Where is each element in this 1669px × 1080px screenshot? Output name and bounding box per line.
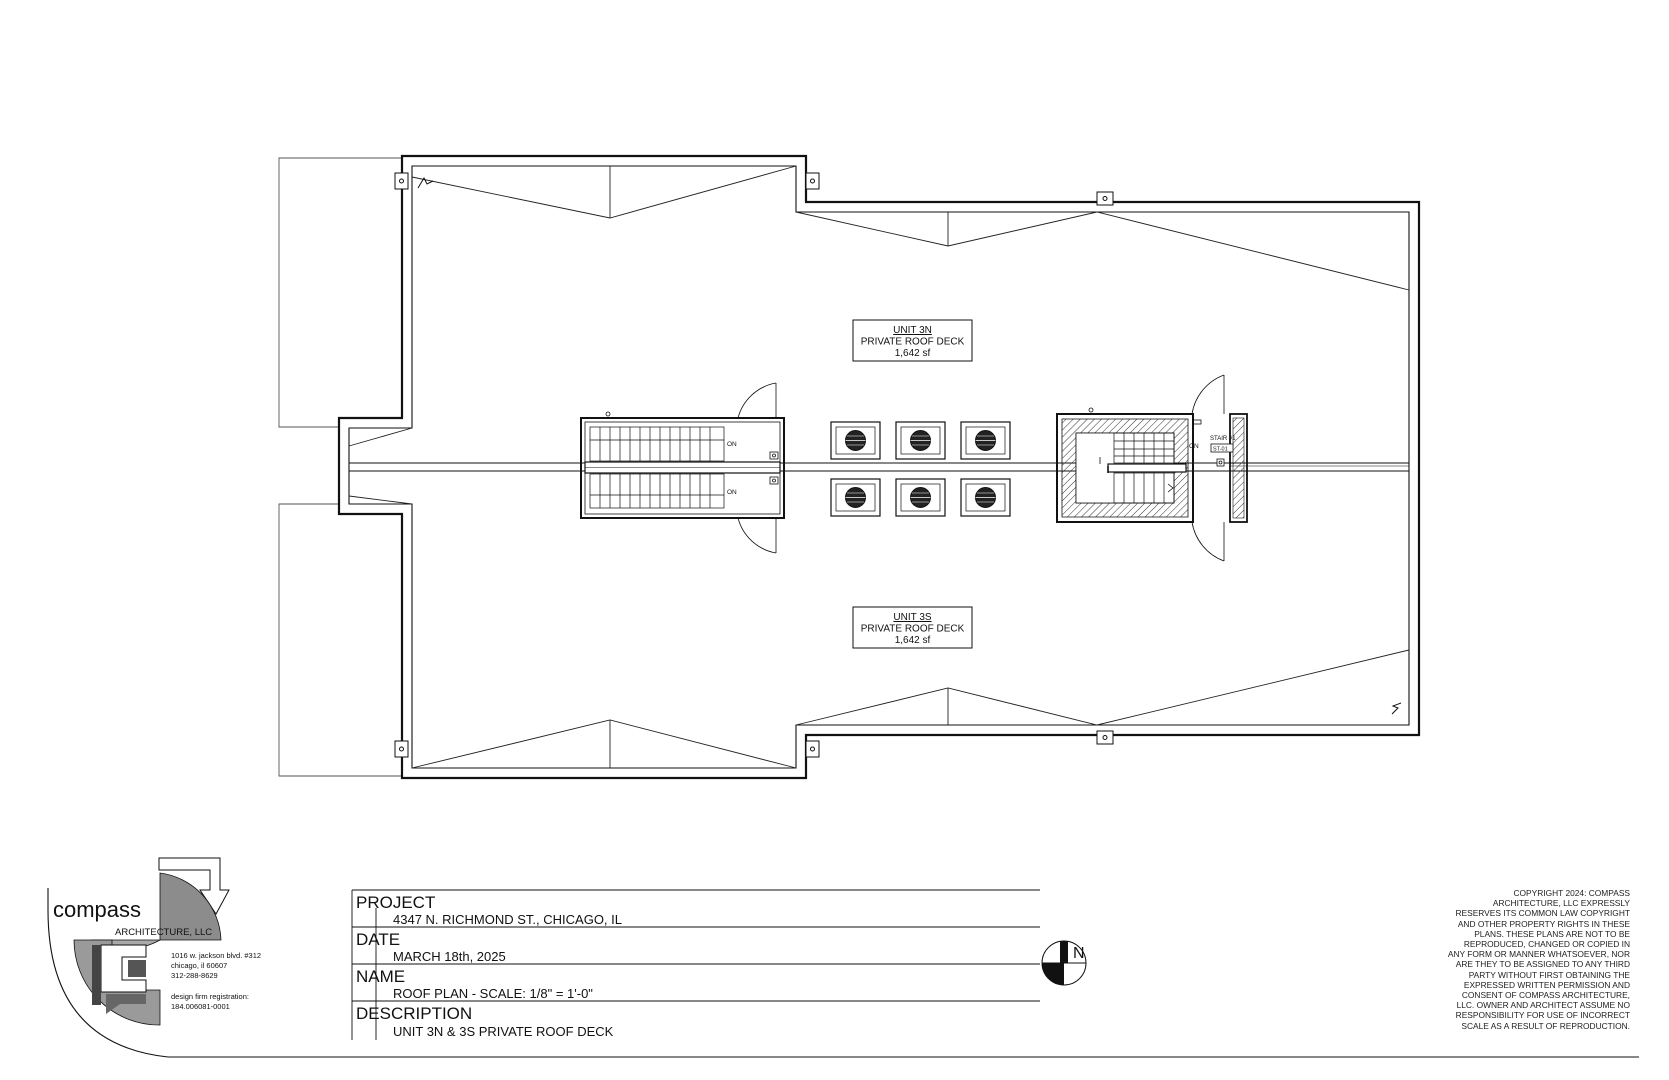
copyright-line: ANY FORM OR MANNER WHATSOEVER, NOR (1447, 949, 1630, 960)
skylight (960, 478, 1011, 517)
copyright-line: RESPONSIBILITY FOR USE OF INCORRECT (1455, 1010, 1630, 1021)
scupper-tabs (394, 172, 1402, 758)
date-value: MARCH 18th, 2025 (393, 949, 506, 964)
copyright-line: LLC. OWNER AND ARCHITECT ASSUME NO (1456, 1000, 1630, 1011)
copyright-line: COPYRIGHT 2024: COMPASS (1513, 888, 1630, 898)
firm-subtitle: ARCHITECTURE, LLC (115, 927, 212, 938)
east-stair-door (1191, 374, 1225, 562)
copyright-line: PLANS. THESE PLANS ARE NOT TO BE (1474, 928, 1630, 939)
firm-registration-number: 184.006081-0001 (171, 1002, 230, 1011)
copyright-line: PARTY WITHOUT FIRST OBTAINING THE (1468, 969, 1630, 980)
stair-tag-name: STAIR #1 (1210, 436, 1236, 442)
stair-on-label: ON (1189, 443, 1199, 450)
title-block (351, 889, 1040, 1040)
stair-treads-north (589, 426, 725, 462)
skylight (830, 478, 881, 517)
roof-skylights (830, 421, 1011, 517)
copyright-line: REPRODUCED, CHANGED OR COPIED IN (1463, 939, 1630, 950)
room-unit-name: UNIT 3S (893, 612, 931, 623)
roof-slope-lines (348, 165, 1410, 769)
firm-logo (47, 857, 1639, 1058)
skylight (830, 421, 881, 460)
firm-name: compass (53, 897, 141, 922)
firm-address-line2: chicago, il 60607 (171, 961, 227, 970)
description-label: DESCRIPTION (356, 1004, 472, 1023)
firm-registration-label: design firm registration: (171, 992, 249, 1001)
room-use: PRIVATE ROOF DECK (861, 624, 965, 635)
copyright-line: CONSENT OF COMPASS ARCHITECTURE, (1461, 990, 1630, 1001)
east-stair-treads (1099, 432, 1187, 504)
room-label-unit-3n: UNIT 3N PRIVATE ROOF DECK 1,642 sf (852, 319, 973, 362)
copyright-line: SCALE AS A RESULT OF REPRODUCTION. (1461, 1020, 1630, 1031)
east-stair-penthouse (1056, 374, 1409, 562)
unit-dividing-wall (349, 462, 1409, 472)
sheet-name-label: NAME (356, 967, 405, 986)
skylight (895, 478, 946, 517)
room-unit-name: UNIT 3N (893, 325, 932, 336)
firm-phone: 312-288-8629 (171, 971, 218, 980)
room-area: 1,642 sf (895, 635, 931, 646)
date-label: DATE (356, 930, 400, 949)
west-stair-penthouse (580, 382, 785, 554)
adjacent-building-outlines (278, 157, 402, 777)
room-label-unit-3s: UNIT 3S PRIVATE ROOF DECK 1,642 sf (852, 606, 973, 649)
stair-on-label: ON (727, 441, 737, 448)
building-parapet (337, 154, 1421, 780)
room-area: 1,642 sf (895, 348, 931, 359)
copyright-line: ARCHITECTURE, LLC EXPRESSLY (1492, 898, 1630, 909)
stair-on-label: ON (727, 489, 737, 496)
copyright-line: RESERVES ITS COMMON LAW COPYRIGHT (1455, 908, 1630, 919)
skylight (960, 421, 1011, 460)
stair-treads-south (589, 473, 725, 509)
west-stair-doors (737, 382, 779, 554)
description-value: UNIT 3N & 3S PRIVATE ROOF DECK (393, 1024, 614, 1039)
copyright-line: EXPRESSED WRITTEN PERMISSION AND (1463, 979, 1630, 990)
stair-tag-code: ST-01 (1213, 447, 1228, 453)
project-value: 4347 N. RICHMOND ST., CHICAGO, IL (393, 912, 622, 927)
room-use: PRIVATE ROOF DECK (861, 337, 965, 348)
north-label: N (1073, 945, 1085, 962)
skylight (895, 421, 946, 460)
firm-address-line1: 1016 w. jackson blvd. #312 (171, 951, 261, 960)
north-arrow-icon (1041, 940, 1087, 986)
sheet-name-value: ROOF PLAN - SCALE: 1/8" = 1'-0" (393, 986, 593, 1001)
project-label: PROJECT (356, 893, 435, 912)
copyright-notice: COPYRIGHT 2024: COMPASS ARCHITECTURE, LL… (1420, 888, 1630, 1031)
copyright-line: ARE THEY TO BE ASSIGNED TO ANY THIRD (1455, 959, 1630, 970)
copyright-line: AND OTHER PROPERTY RIGHTS IN THESE (1457, 918, 1630, 929)
